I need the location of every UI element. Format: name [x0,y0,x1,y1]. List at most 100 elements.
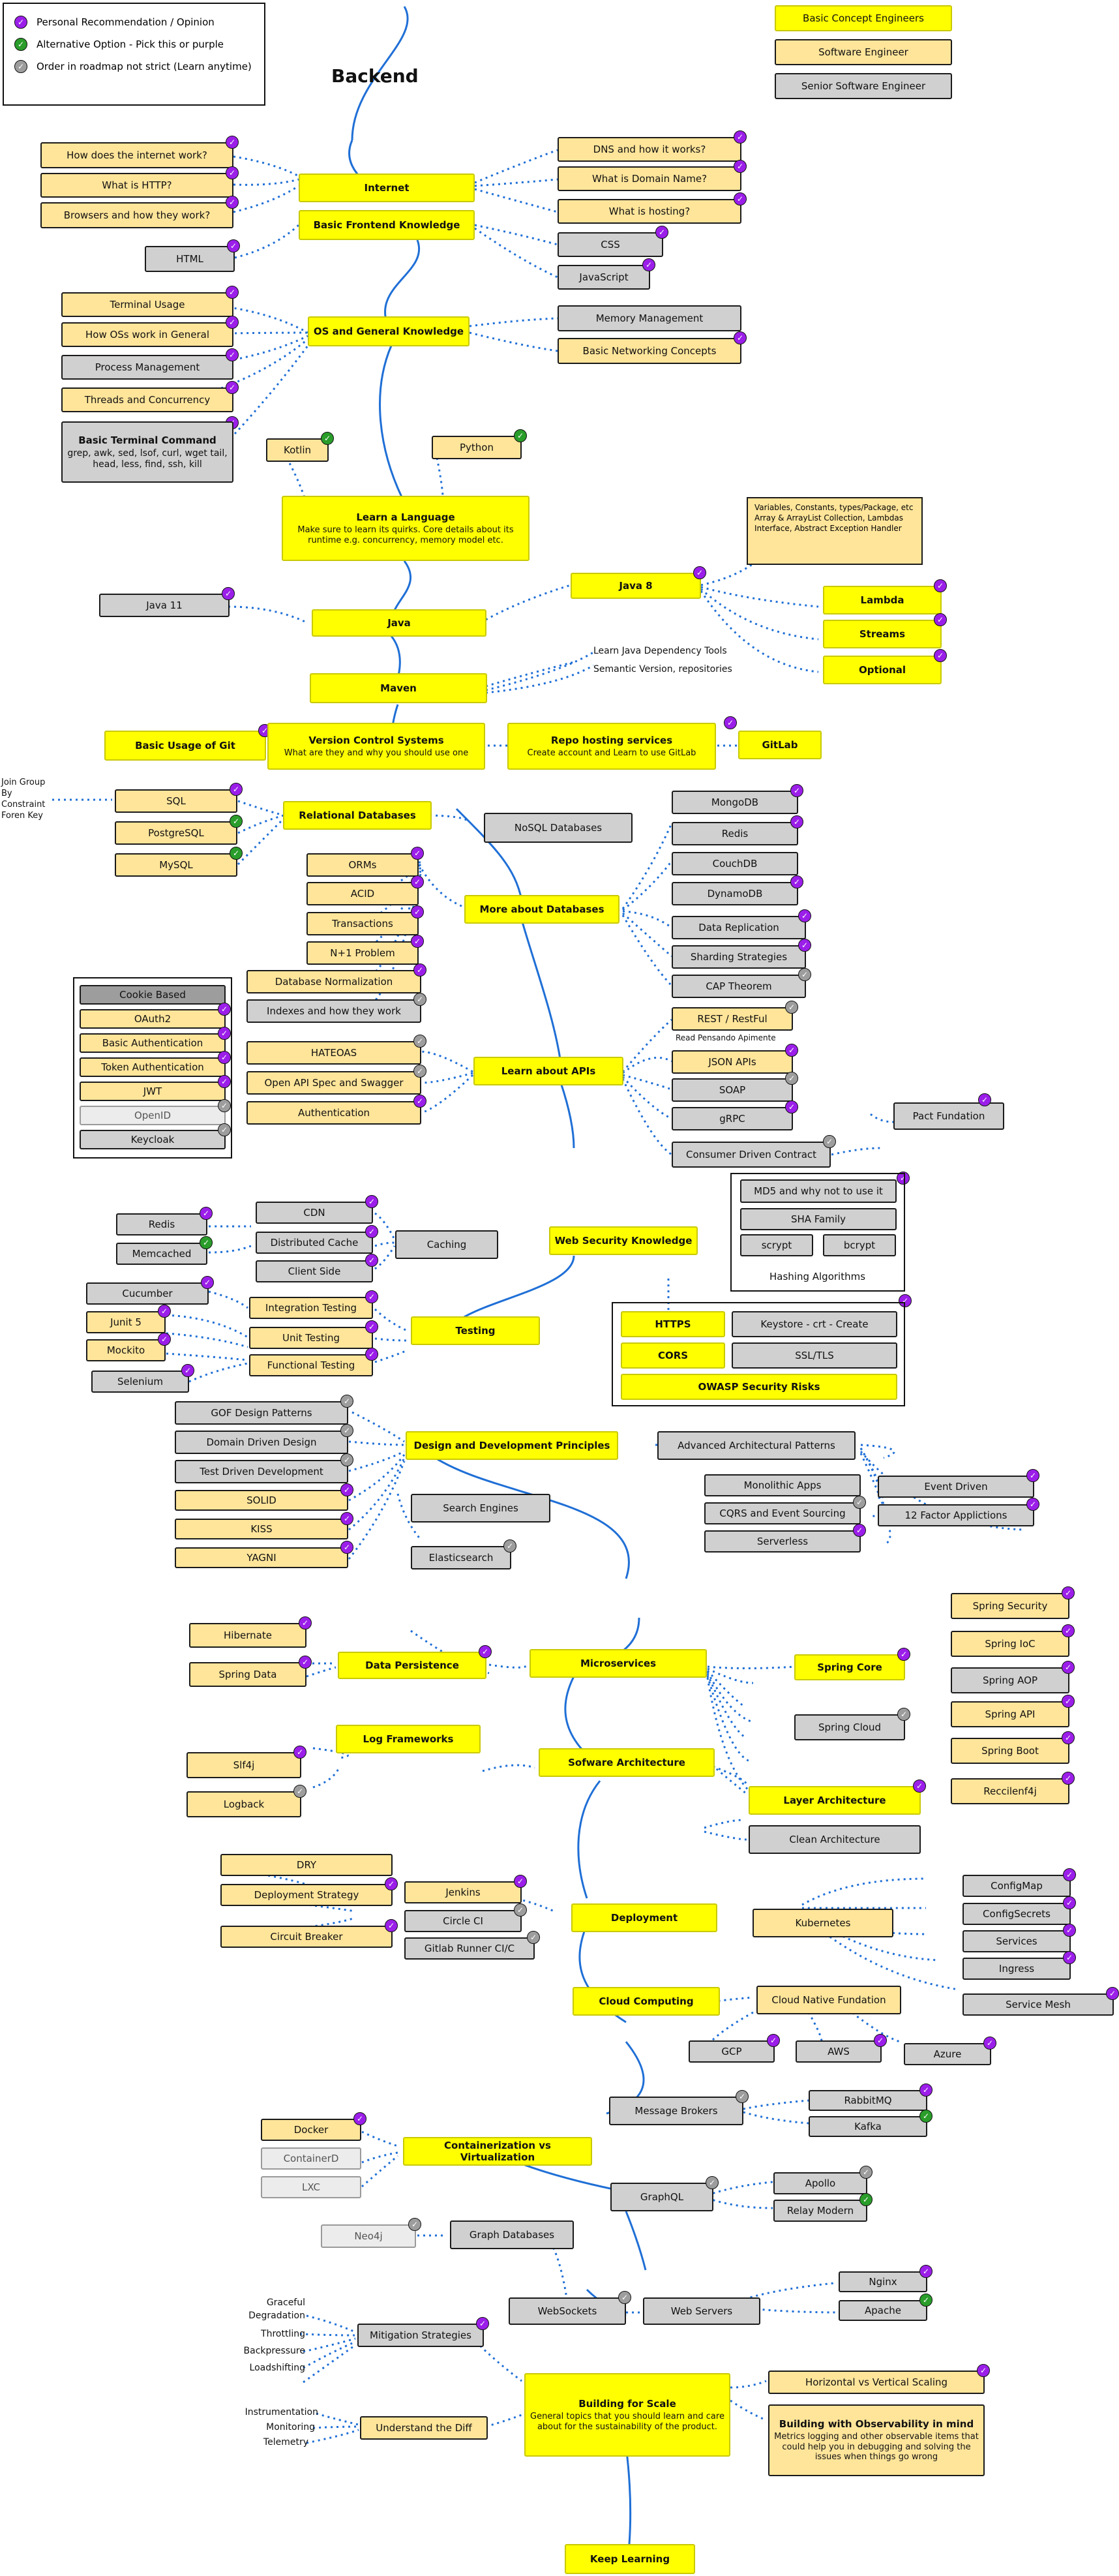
node-ingress[interactable]: Ingress [962,1958,1071,1980]
node-soap[interactable]: SOAP [672,1078,793,1102]
node-terminal-commands[interactable]: Basic Terminal Command grep, awk, sed, l… [61,421,233,483]
node-observability[interactable]: Building with Observability in mind Metr… [768,2404,985,2476]
node-web-servers[interactable]: Web Servers [643,2297,760,2325]
node-version-control[interactable]: Version Control Systems What are they an… [267,723,485,770]
node-services[interactable]: Services [962,1930,1071,1952]
node-java[interactable]: Java [312,609,486,637]
node-hibernate[interactable]: Hibernate [189,1623,306,1648]
node-spring-boot[interactable]: Spring Boot [951,1738,1069,1764]
node-kafka[interactable]: Kafka [809,2116,927,2137]
node-spring-core[interactable]: Spring Core [794,1654,905,1680]
node-auth-token[interactable]: Token Authentication [80,1057,226,1077]
node-spring-aop[interactable]: Spring AOP [951,1667,1069,1693]
node-repo-hosting[interactable]: Repo hosting services Create account and… [507,723,716,770]
node-nginx[interactable]: Nginx [839,2271,927,2292]
node-authentication[interactable]: Authentication [246,1101,421,1125]
node-graphql[interactable]: GraphQL [610,2183,713,2211]
node-memory-mgmt[interactable]: Memory Management [558,305,741,331]
node-browsers[interactable]: Browsers and how they work? [40,202,233,228]
node-data-persistence[interactable]: Data Persistence [338,1652,486,1679]
node-rabbitmq[interactable]: RabbitMQ [809,2090,927,2111]
node-layer-arch[interactable]: Layer Architecture [749,1786,921,1815]
node-streams[interactable]: Streams [823,620,942,648]
node-css[interactable]: CSS [558,232,663,257]
node-bcrypt[interactable]: bcrypt [823,1234,896,1256]
node-how-oss-work[interactable]: How OSs work in General [61,322,233,347]
node-cqrs[interactable]: CQRS and Event Sourcing [704,1502,861,1524]
node-elasticsearch[interactable]: Elasticsearch [411,1546,511,1569]
node-keep-learning[interactable]: Keep Learning [565,2544,695,2574]
node-kiss[interactable]: KISS [175,1519,348,1539]
node-yagni[interactable]: YAGNI [175,1547,348,1568]
node-json-apis[interactable]: JSON APIs [672,1050,793,1074]
node-gof[interactable]: GOF Design Patterns [175,1401,348,1425]
node-caching[interactable]: Caching [395,1230,498,1259]
node-relational-db[interactable]: Relational Databases [283,801,432,830]
node-adv-patterns[interactable]: Advanced Architectural Patterns [657,1431,856,1460]
node-more-db[interactable]: More about Databases [464,895,619,924]
node-containerd[interactable]: ContainerD [261,2147,361,2170]
node-process-mgmt[interactable]: Process Management [61,355,233,380]
node-auth-keycloak[interactable]: Keycloak [80,1130,226,1149]
node-slf4j[interactable]: Slf4j [186,1752,301,1778]
node-learn-language[interactable]: Learn a Language Make sure to learn its … [282,496,530,561]
node-building-for-scale[interactable]: Building for Scale General topics that y… [524,2373,730,2457]
node-mitigation[interactable]: Mitigation Strategies [357,2324,484,2347]
node-twelve-factor[interactable]: 12 Factor Applictions [878,1504,1034,1526]
node-spring-ioc[interactable]: Spring IoC [951,1631,1069,1657]
node-message-brokers[interactable]: Message Brokers [609,2097,743,2125]
node-sql[interactable]: SQL [115,789,237,813]
node-html[interactable]: HTML [145,246,235,272]
node-client-side[interactable]: Client Side [256,1260,373,1282]
node-javascript[interactable]: JavaScript [558,265,650,290]
node-mysql[interactable]: MySQL [115,853,237,877]
node-os-general[interactable]: OS and General Knowledge [308,316,470,346]
node-acid[interactable]: ACID [306,882,419,905]
node-apis[interactable]: Learn about APIs [473,1057,623,1085]
node-web-security[interactable]: Web Security Knowledge [549,1226,698,1255]
node-azure[interactable]: Azure [904,2043,991,2065]
node-terminal-usage[interactable]: Terminal Usage [61,292,233,317]
node-optional[interactable]: Optional [823,656,942,684]
node-how-internet-works[interactable]: How does the internet work? [40,142,233,168]
node-relay[interactable]: Relay Modern [773,2200,867,2222]
node-configmap[interactable]: ConfigMap [962,1875,1071,1897]
node-neo4j[interactable]: Neo4j [321,2224,416,2248]
node-maven[interactable]: Maven [310,673,487,703]
node-functional-testing[interactable]: Functional Testing [249,1354,373,1376]
node-apache[interactable]: Apache [839,2300,927,2321]
node-ssl[interactable]: SSL/TLS [732,1342,897,1369]
node-horizontal-vertical[interactable]: Horizontal vs Vertical Scaling [768,2371,985,2394]
node-aws[interactable]: AWS [796,2040,882,2063]
node-distributed-cache[interactable]: Distributed Cache [256,1232,373,1254]
node-spring-security[interactable]: Spring Security [951,1593,1069,1619]
node-auth-openid[interactable]: OpenID [80,1106,226,1125]
node-threads[interactable]: Threads and Concurrency [61,387,233,412]
node-contract[interactable]: Consumer Driven Contract [672,1142,831,1168]
node-nosql[interactable]: NoSQL Databases [484,813,633,843]
node-dynamodb[interactable]: DynamoDB [672,882,798,905]
node-auth-cookie[interactable]: Cookie Based [80,985,226,1005]
node-microservices[interactable]: Microservices [530,1649,707,1678]
node-gitlab[interactable]: GitLab [738,731,822,759]
node-kotlin[interactable]: Kotlin [266,438,329,462]
node-tdd[interactable]: Test Driven Development [175,1460,348,1483]
node-circuit-breaker[interactable]: Circuit Breaker [220,1926,393,1948]
node-https[interactable]: HTTPS [621,1311,725,1337]
node-log-frameworks[interactable]: Log Frameworks [336,1725,481,1753]
node-docker[interactable]: Docker [261,2119,361,2141]
node-containers[interactable]: Containerization vs Virtualization [403,2137,592,2166]
node-git-basic[interactable]: Basic Usage of Git [104,731,266,761]
node-jenkins[interactable]: Jenkins [404,1881,522,1903]
node-event-driven[interactable]: Event Driven [878,1476,1034,1498]
node-understand-diff[interactable]: Understand the Diff [360,2416,488,2440]
node-cloud-computing[interactable]: Cloud Computing [573,1987,720,2016]
node-hosting[interactable]: What is hosting? [558,199,741,224]
node-keystore[interactable]: Keystore - crt - Create [732,1311,897,1337]
node-testing[interactable]: Testing [411,1316,540,1345]
node-monolithic[interactable]: Monolithic Apps [704,1474,861,1496]
node-transactions[interactable]: Transactions [306,912,419,935]
node-data-replication[interactable]: Data Replication [672,916,806,939]
node-cucumber[interactable]: Cucumber [86,1282,209,1305]
node-memcached[interactable]: Memcached [116,1243,207,1265]
